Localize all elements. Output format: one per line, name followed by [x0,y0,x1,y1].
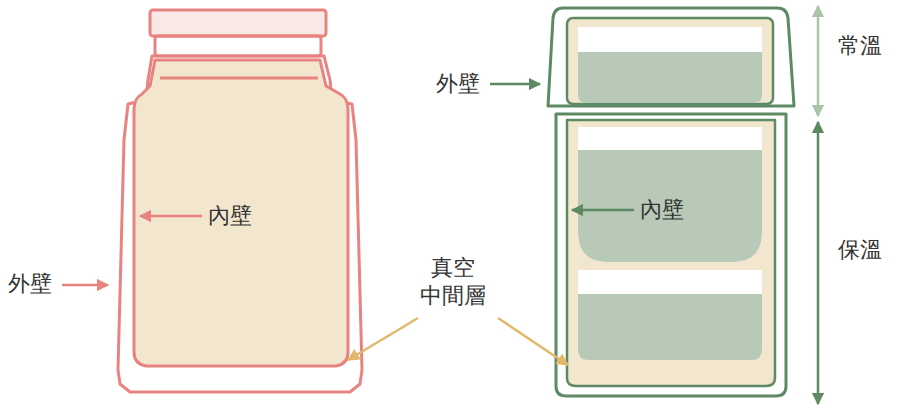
top-container [578,27,762,103]
middle-food [578,150,762,262]
part-label: 外壁 [8,270,52,298]
body-outer-wall [556,114,786,396]
bottom-container [578,270,762,360]
leader-arrow [140,215,202,218]
part-label: 常溫 [838,32,882,60]
leader-arrow [348,318,418,360]
range-arrow [817,6,820,116]
body-inner-wall [567,120,775,386]
leader-arrow [498,318,568,365]
vacuum-jar [118,10,362,392]
bottom-food [578,294,762,360]
part-label: 真空 中間層 [416,254,491,309]
jar-cap [548,8,794,106]
part-label: 內壁 [208,202,252,230]
cap-inner [567,18,773,104]
food-jar [548,8,794,396]
leaders [62,6,818,404]
part-label: 內壁 [640,196,684,224]
jar-outer-wall [118,56,362,392]
leader-arrow [490,83,540,86]
part-label: 保溫 [838,236,882,264]
part-label: 外壁 [436,70,480,98]
jar-neck [155,36,321,56]
jar-inner-wall [134,60,348,366]
middle-container [578,127,762,262]
leader-arrow [62,284,108,287]
range-arrow [817,122,820,404]
jar-lid [150,10,326,36]
top-food [578,52,762,103]
jar-rim [160,77,318,80]
leader-arrow [572,209,634,212]
